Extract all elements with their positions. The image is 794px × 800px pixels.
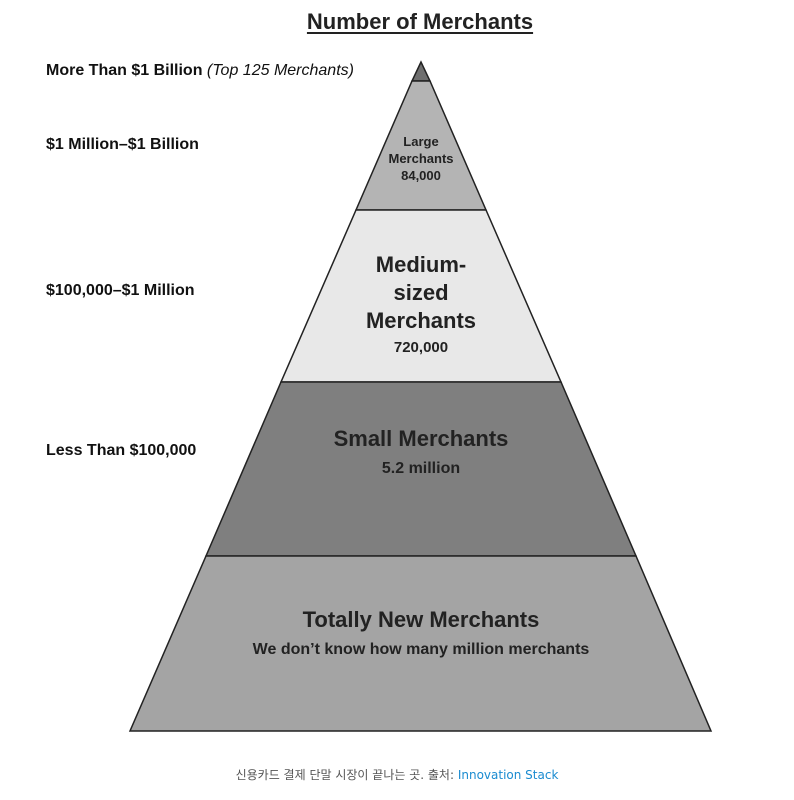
level-count: 720,000 xyxy=(393,339,449,356)
pyramid-apex xyxy=(410,60,432,82)
level-name-line: Large xyxy=(403,134,439,149)
level-name-line: sized xyxy=(393,280,449,305)
level-name-line: Merchants xyxy=(388,151,454,166)
caption-text: 신용카드 결제 단말 시장이 끝나는 곳. 출처: xyxy=(235,768,458,782)
level-new-label: Totally New Merchants We don’t know how … xyxy=(171,605,671,665)
level-count: We don’t know how many million merchants xyxy=(252,641,590,658)
level-name-line: Medium- xyxy=(375,252,467,277)
tier-note: (Top 125 Merchants) xyxy=(206,62,354,79)
level-small-label: Small Merchants 5.2 million xyxy=(271,425,571,485)
tier-range: More Than $1 Billion xyxy=(46,62,203,79)
level-name: Small Merchants xyxy=(333,426,509,451)
tier-label-top: More Than $1 Billion (Top 125 Merchants) xyxy=(46,62,354,80)
level-name: Totally New Merchants xyxy=(302,607,540,632)
diagram-title: Number of Merchants xyxy=(306,9,534,34)
tier-label-large: $1 Million–$1 Billion xyxy=(46,136,199,153)
level-name-line: Merchants xyxy=(365,308,477,333)
level-count: 84,000 xyxy=(401,168,441,183)
caption-source-link[interactable]: Innovation Stack xyxy=(457,768,559,782)
pyramid-level-new xyxy=(128,555,713,732)
level-count: 5.2 million xyxy=(381,460,461,477)
tier-label-small: Less Than $100,000 xyxy=(46,442,197,459)
tier-label-medium: $100,000–$1 Million xyxy=(46,282,195,299)
level-large-label: Large Merchants 84,000 xyxy=(361,133,481,184)
level-medium-label: Medium- sized Merchants 720,000 xyxy=(321,251,521,361)
image-caption: 신용카드 결제 단말 시장이 끝나는 곳. 출처: Innovation Sta… xyxy=(0,766,794,783)
